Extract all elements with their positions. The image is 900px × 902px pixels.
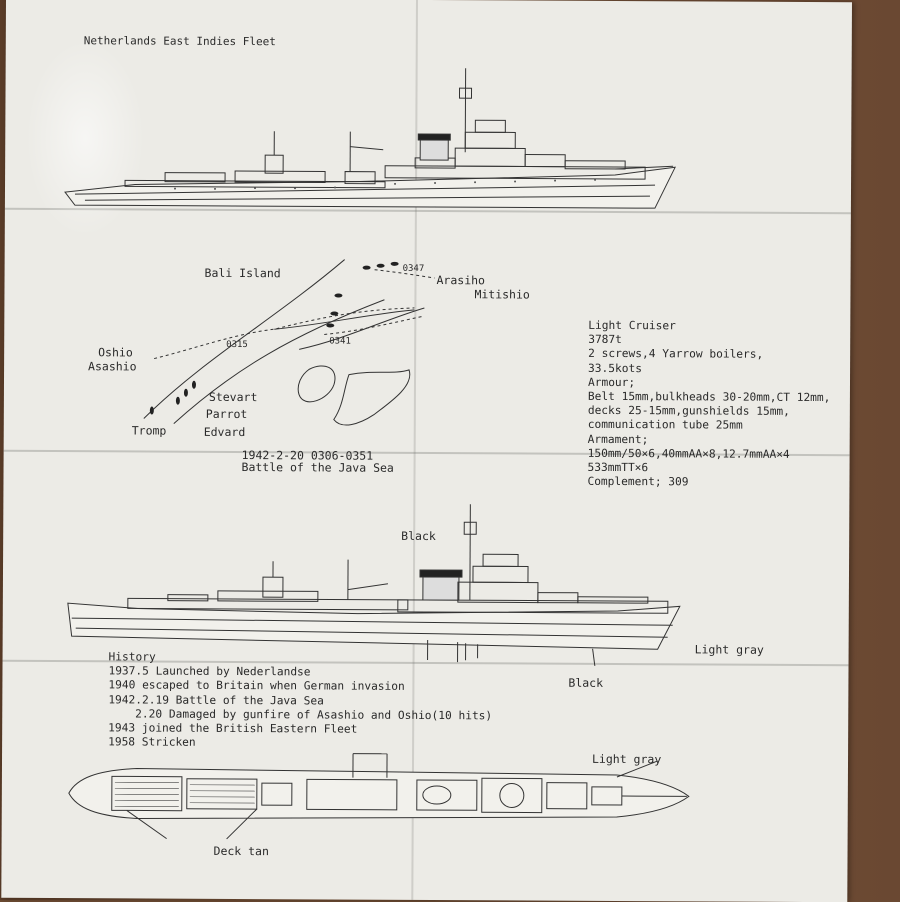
spec-line: Armament; <box>588 432 831 447</box>
map-label-tromp: Tromp <box>132 424 167 438</box>
spec-line: 33.5kots <box>588 361 831 376</box>
label-deck-tan: Deck tan <box>214 845 269 859</box>
map-label-oshio: Oshio <box>98 346 133 360</box>
spec-block: Light Cruiser 3787t 2 screws,4 Yarrow bo… <box>587 319 830 491</box>
spec-line: Belt 15mm,bulkheads 30-20mm,CT 12mm, <box>588 390 831 405</box>
label-light-gray-hull: Light gray <box>695 643 764 657</box>
map-label-asashio: Asashio <box>88 360 137 374</box>
history-line: 1940 escaped to Britain when German inva… <box>108 679 492 695</box>
spec-line: Complement; 309 <box>587 475 830 490</box>
map-label-edvard: Edvard <box>204 426 246 440</box>
map-label-time: 0341 <box>329 335 351 349</box>
map-label-time: 0315 <box>226 339 248 353</box>
label-black-funnel: Black <box>401 530 436 544</box>
map-label-bali: Bali Island <box>205 267 281 281</box>
spec-line: 150mm/50×6,40mmAA×8,12.7mmAA×4 <box>588 447 831 462</box>
map-label-arasiho: Arasiho <box>436 274 485 288</box>
ship-profile-top <box>55 60 686 213</box>
page-title: Netherlands East Indies Fleet <box>84 34 276 49</box>
spec-line: 533mmTT×6 <box>588 461 831 476</box>
map-label-stewart: Stevart <box>209 391 258 405</box>
spec-line: Light Cruiser <box>588 319 831 334</box>
map-label-time: 0347 <box>403 263 425 277</box>
map-label-parrot: Parrot <box>206 408 248 422</box>
ship-profile-middle <box>58 498 699 666</box>
label-light-gray-deck: Light gray <box>592 753 661 767</box>
spec-line: 2 screws,4 Yarrow boilers, <box>588 347 831 362</box>
spec-line: Armour; <box>588 376 831 391</box>
spec-line: communication tube 25mm <box>588 418 831 433</box>
map-caption-title: Battle of the Java Sea <box>242 461 394 475</box>
spec-line: 3787t <box>588 333 831 348</box>
label-black-waterline: Black <box>568 677 603 691</box>
spec-line: decks 25-15mm,gunshields 15mm, <box>588 404 831 419</box>
map-label-mitishio: Mitishio <box>474 288 529 302</box>
instruction-sheet: Netherlands East Indies Fleet <box>1 0 852 902</box>
history-block: History 1937.5 Launched by Nederlandse 1… <box>108 650 492 751</box>
